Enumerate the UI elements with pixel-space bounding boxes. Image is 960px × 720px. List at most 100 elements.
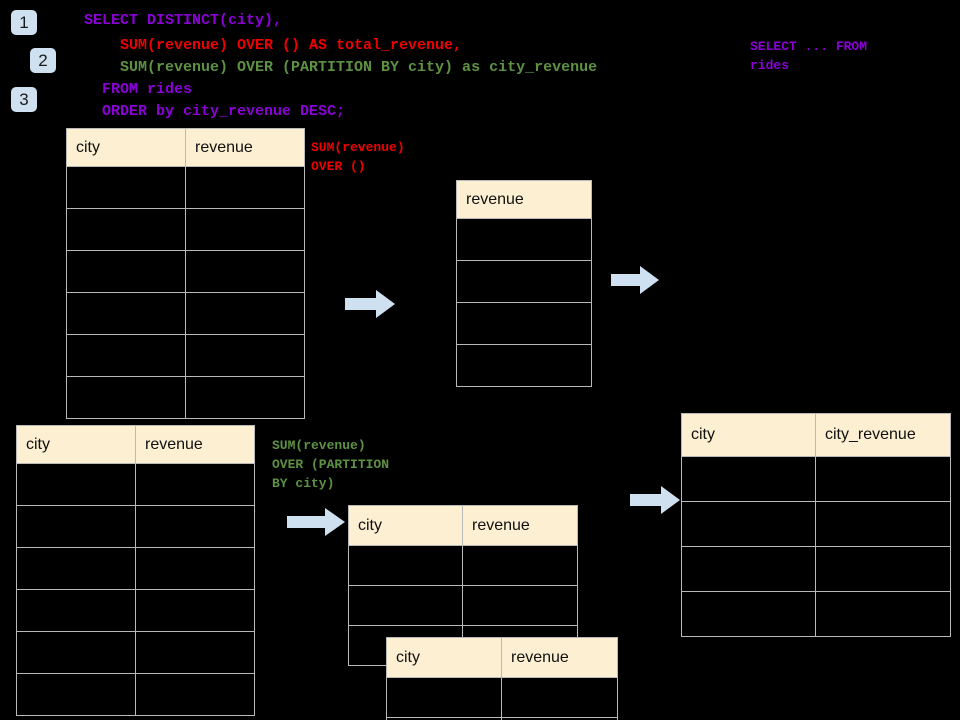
arrow-top-left-icon [345,290,395,318]
table-row [348,545,578,586]
column-header-revenue: revenue [185,128,305,167]
column-header-city: city [681,413,816,457]
table-cell [135,463,255,506]
step-badge-3[interactable]: 3 [11,87,37,112]
table-cell [815,456,951,502]
table-cell [16,589,136,632]
table-row [16,589,255,632]
note-sum-over-empty: SUM(revenue) OVER () [311,140,405,174]
table-cell [135,673,255,716]
sql-line-select: SELECT DISTINCT(city), [84,12,283,29]
table-header-row: city revenue [16,425,255,464]
table-row [348,585,578,626]
sql-line-city-revenue: SUM(revenue) OVER (PARTITION BY city) as… [84,59,598,76]
table-row [456,302,592,345]
table-cell [16,547,136,590]
sql-line-order-by: ORDER by city_revenue DESC; [84,103,346,120]
table-total-revenue: revenue [456,180,592,387]
note-sum-over-partition: SUM(revenue) OVER (PARTITION BY city) [272,438,390,491]
table-row [456,344,592,387]
arrow-bottom-left-icon [287,508,345,536]
table-cell [185,292,305,335]
table-row [456,260,592,303]
table-cell [66,250,186,293]
column-header-city: city [16,425,136,464]
table-row [66,334,305,377]
table-row [66,208,305,251]
table-cell [681,546,816,592]
table-row [16,547,255,590]
table-cell [135,547,255,590]
table-row [16,673,255,716]
arrow-top-right-icon [611,266,659,294]
table-cell [815,546,951,592]
table-header-row: city revenue [66,128,305,167]
table-cell [386,677,502,718]
column-header-revenue: revenue [456,180,592,219]
table-row [16,463,255,506]
table-cell [66,208,186,251]
table-cell [501,717,618,720]
step-badge-2[interactable]: 2 [30,48,56,73]
table-row [16,631,255,674]
table-source-top: city revenue [66,128,305,419]
arrow-bottom-right-icon [630,486,680,514]
table-cell [16,505,136,548]
table-cell [16,463,136,506]
table-cell [456,344,592,387]
table-row [66,250,305,293]
sql-line-total-revenue: SUM(revenue) OVER () AS total_revenue, [84,37,463,54]
table-row [386,677,618,718]
table-row [681,501,951,547]
table-cell [462,585,578,626]
table-cell [681,591,816,637]
table-partition-front: city revenue [386,637,618,720]
note-select-from-rides: SELECT ... FROM rides [750,39,868,73]
table-cell [348,545,463,586]
table-cell [815,501,951,547]
table-row [66,292,305,335]
table-row [681,456,951,502]
column-header-city: city [348,505,463,546]
table-row [681,546,951,592]
table-header-row: city city_revenue [681,413,951,457]
table-cell [66,166,186,209]
table-cell [456,260,592,303]
table-row [66,376,305,419]
table-cell [681,456,816,502]
column-header-revenue: revenue [501,637,618,678]
table-cell [185,250,305,293]
table-cell [815,591,951,637]
table-cell [135,505,255,548]
table-cell [501,677,618,718]
table-result: city city_revenue [681,413,951,637]
table-cell [66,376,186,419]
column-header-city-revenue: city_revenue [815,413,951,457]
table-source-bottom: city revenue [16,425,255,716]
column-header-revenue: revenue [462,505,578,546]
column-header-city: city [386,637,502,678]
table-cell [462,545,578,586]
table-cell [185,334,305,377]
sql-line-from: FROM rides [84,81,193,98]
table-cell [185,166,305,209]
table-row [66,166,305,209]
table-cell [456,302,592,345]
table-cell [16,631,136,674]
table-row [386,717,618,720]
table-cell [185,208,305,251]
table-header-row: city revenue [386,637,618,678]
table-cell [456,218,592,261]
table-row [681,591,951,637]
table-row [456,218,592,261]
table-header-row: city revenue [348,505,578,546]
table-header-row: revenue [456,180,592,219]
table-cell [135,589,255,632]
table-cell [185,376,305,419]
table-cell [135,631,255,674]
column-header-city: city [66,128,186,167]
table-cell [681,501,816,547]
table-cell [16,673,136,716]
step-badge-1[interactable]: 1 [11,10,37,35]
